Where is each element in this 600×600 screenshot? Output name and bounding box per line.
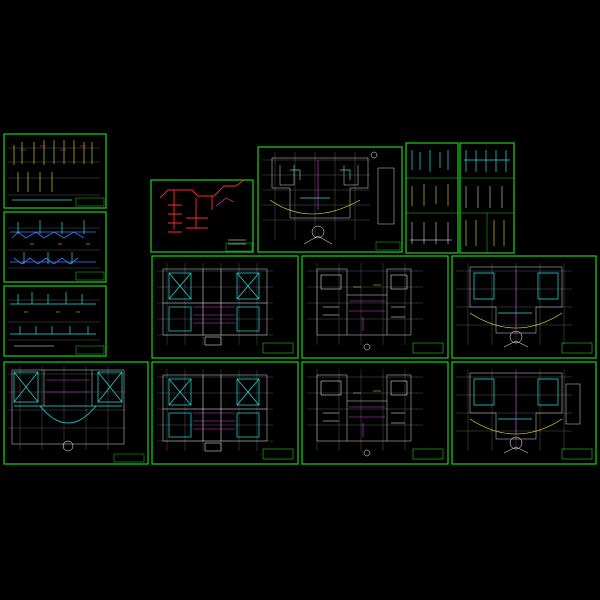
- sheet-floor-plan-b3: [451, 361, 597, 465]
- sheet-floor-plan-b2: [301, 361, 449, 465]
- sheet-floor-plan-b1: [151, 361, 299, 465]
- sheet-riser-diagram-3: [3, 285, 107, 357]
- sheet-floor-plan-a3: [451, 255, 597, 359]
- sheet-detail-2: [459, 142, 515, 254]
- sheet-floor-plan-b0: [3, 361, 149, 465]
- sheet-detail-1: [405, 142, 459, 254]
- sheet-riser-diagram-1: [3, 133, 107, 209]
- sheet-system-diagram-red: [150, 179, 254, 253]
- sheet-roof-plan-1: [257, 146, 403, 253]
- sheet-floor-plan-a1: [151, 255, 299, 359]
- sheet-riser-diagram-2: [3, 211, 107, 283]
- sheet-floor-plan-a2: [301, 255, 449, 359]
